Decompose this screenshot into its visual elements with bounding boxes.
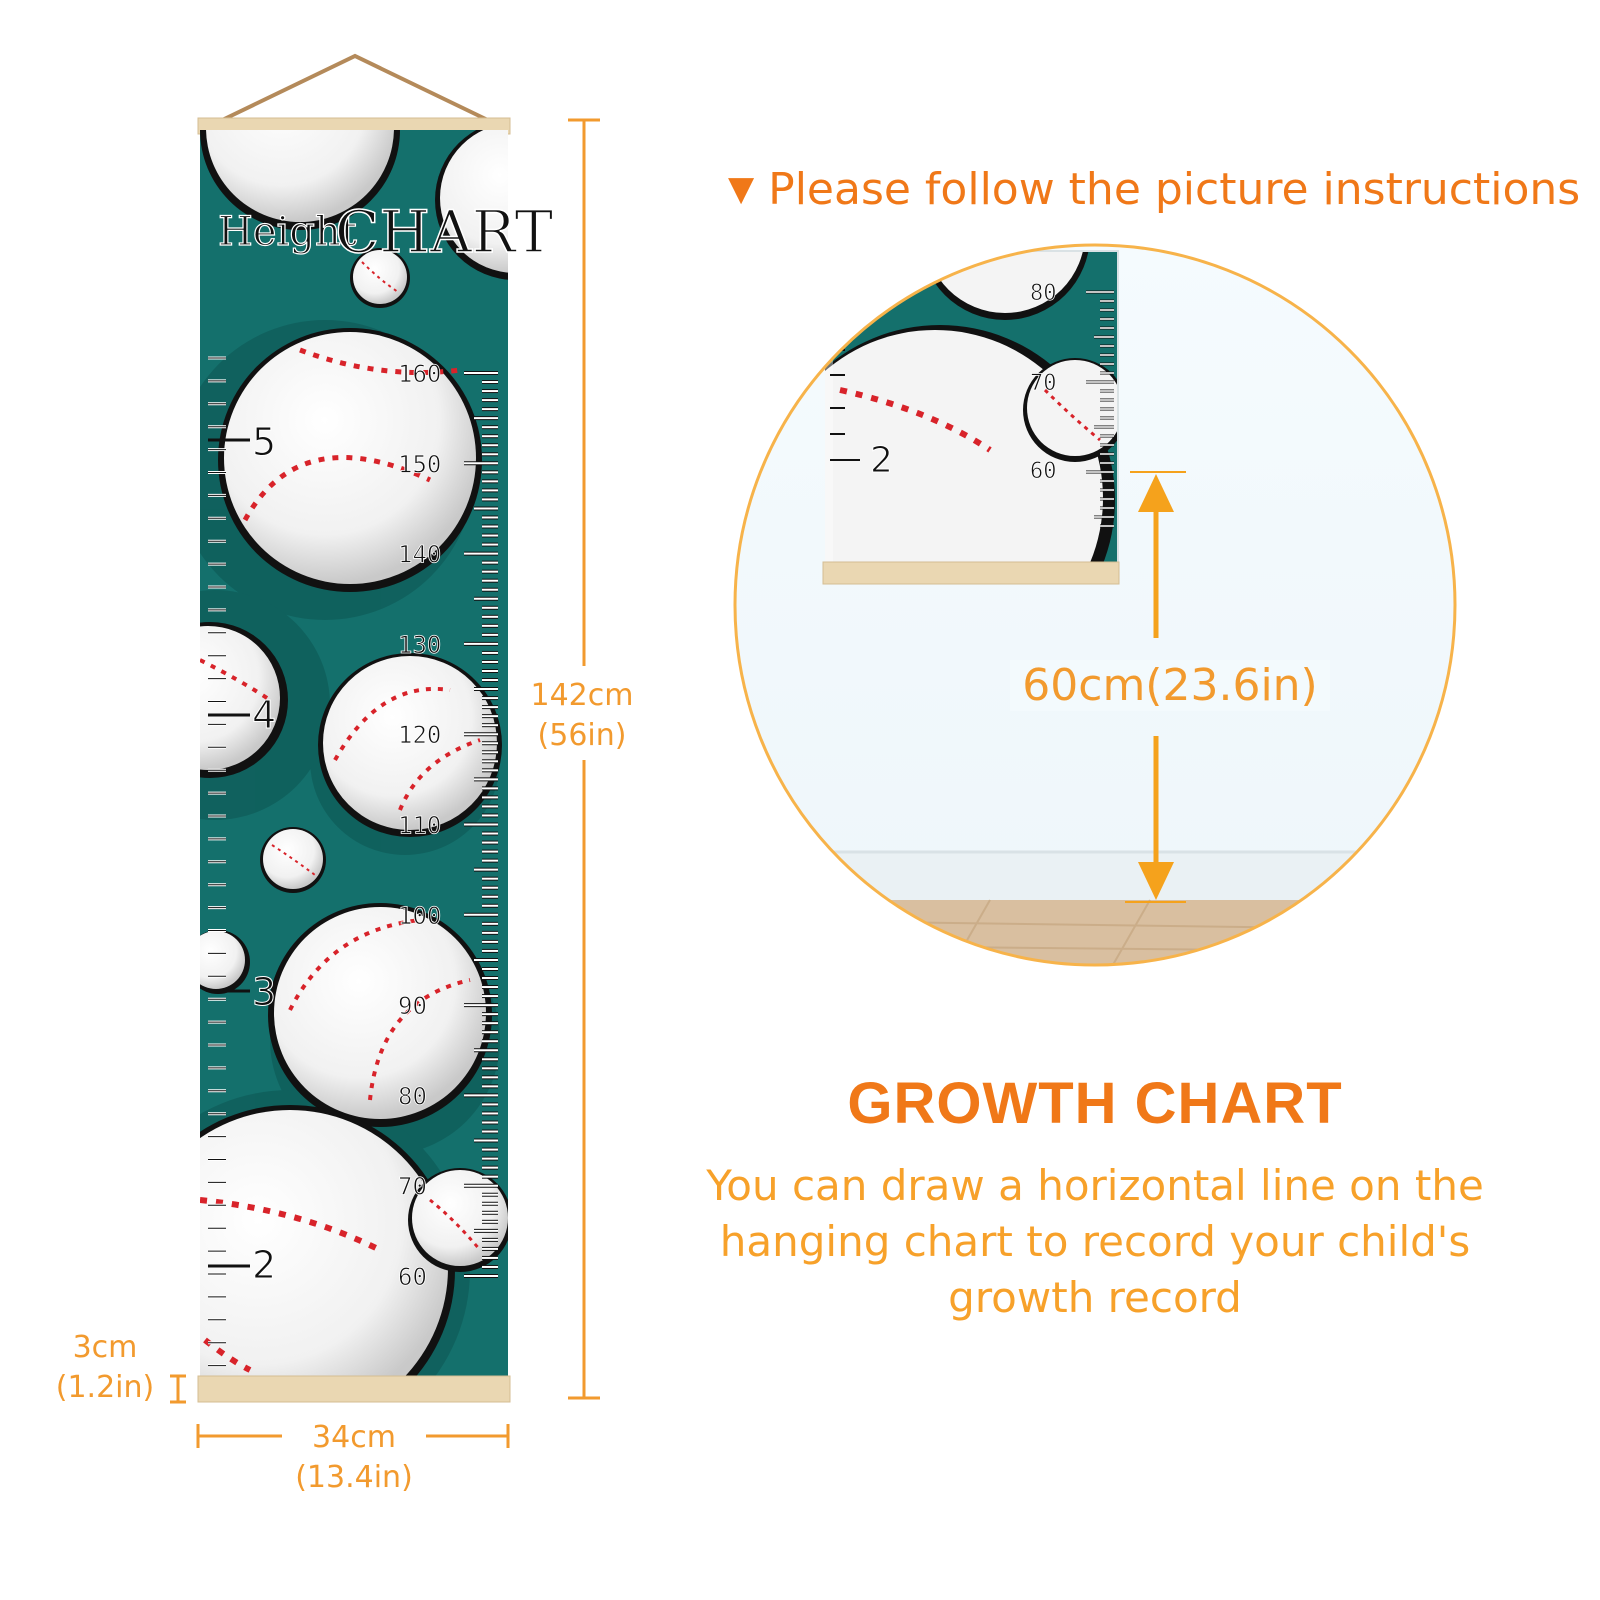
baseball-pattern: [200, 248, 508, 1380]
cm-label: 70: [398, 1173, 427, 1201]
wooden-floor: [735, 900, 1455, 965]
poster-title-chart: CHART: [335, 198, 553, 266]
instruction-heading: ▼ Please follow the picture instructions: [728, 164, 1580, 215]
cm-label: 140: [398, 541, 441, 569]
cm-label: 100: [398, 902, 441, 930]
distance-label: 60cm(23.6in): [1010, 660, 1330, 711]
poster-title-height: Height: [218, 209, 357, 255]
mini-cm-label: 60: [1030, 459, 1057, 484]
dimension-lines: [170, 118, 600, 1448]
height-dimension-cm: 142cm: [530, 678, 634, 713]
cm-label: 60: [398, 1263, 427, 1291]
mini-cm-label: 70: [1030, 371, 1057, 396]
cm-ruler: [464, 371, 498, 1278]
mini-cm-ruler: [1086, 290, 1114, 528]
feet-label: 3: [252, 970, 276, 1014]
width-dimension-in: (13.4in): [295, 1460, 413, 1495]
height-dimension-in: (56in): [537, 718, 627, 753]
mini-feet-label: 2: [870, 440, 893, 481]
feet-label: 2: [252, 1243, 276, 1287]
triangle-down-icon: ▼: [728, 169, 755, 209]
rod-dimension-cm: 3cm: [72, 1330, 138, 1365]
inch-ruler: [208, 356, 226, 1368]
cm-label: 120: [398, 721, 441, 749]
feet-label: 4: [252, 693, 276, 737]
instruction-text: Please follow the picture instructions: [768, 164, 1581, 215]
hanging-rope: [213, 53, 497, 126]
measurement-arrow: [1125, 471, 1186, 903]
width-dimension-cm: 34cm: [312, 1420, 396, 1455]
cm-label: 90: [398, 992, 427, 1020]
mini-cm-label: 80: [1030, 281, 1057, 306]
cm-label: 80: [398, 1082, 427, 1110]
cm-label: 110: [398, 812, 441, 840]
bottom-wooden-rod: [197, 1375, 511, 1403]
mini-poster: 80 70 60 2: [822, 250, 1120, 585]
cm-label: 150: [398, 450, 441, 478]
feet-label: 5: [252, 420, 276, 464]
installation-inset: 80 70 60 2: [733, 243, 1457, 967]
cm-label: 130: [398, 631, 441, 659]
growth-chart-description: You can draw a horizontal line on the ha…: [706, 1161, 1484, 1322]
rod-dimension-in: (1.2in): [55, 1370, 155, 1405]
inset-circle-border: [733, 243, 1457, 967]
growth-chart-title: GROWTH CHART: [847, 1071, 1343, 1136]
hanging-poster: Height CHART 160 150 140 130 120 110 100…: [170, 53, 600, 1448]
cm-label: 160: [398, 360, 441, 388]
